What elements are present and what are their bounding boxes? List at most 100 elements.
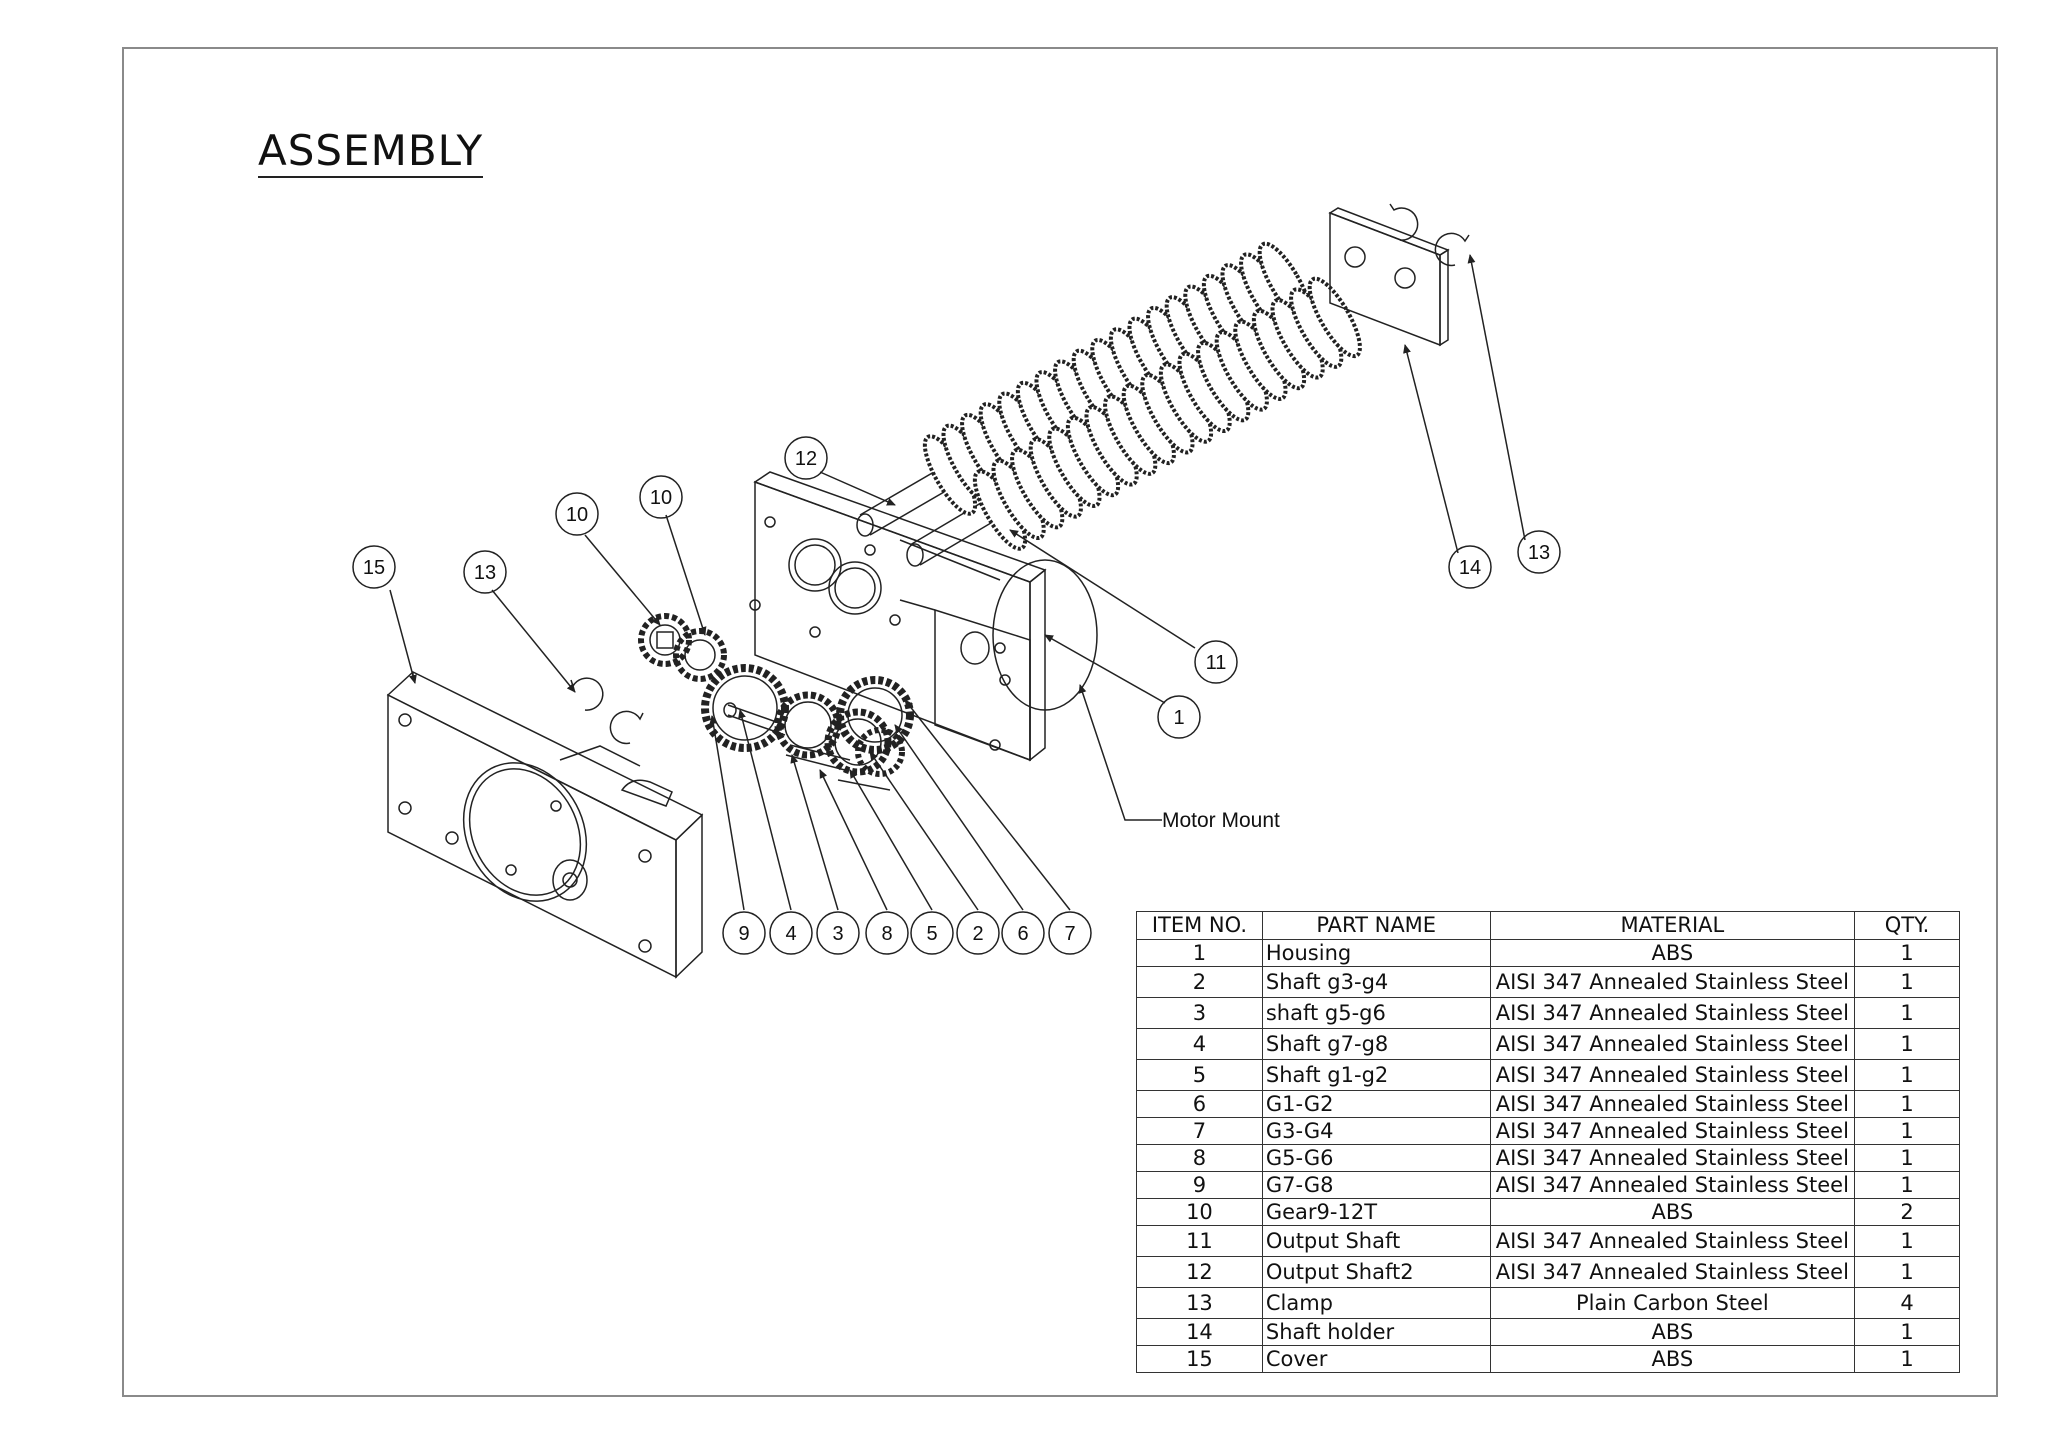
balloon-11: 11 [1194,640,1238,684]
motor-mount-label: Motor Mount [1162,809,1280,832]
bom-cell-part: Shaft g1-g2 [1261,1059,1491,1091]
balloon-2-label: 2 [972,923,983,945]
bom-cell-item: 13 [1136,1287,1263,1319]
balloon-11-label: 11 [1206,652,1227,674]
bom-cell-material: AISI 347 Annealed Stainless Steel [1489,1028,1856,1060]
balloon-6-label: 6 [1017,923,1028,945]
housing-part [749,471,1098,762]
balloon-9-label: 9 [738,923,749,945]
bom-header-row: ITEM NO. PART NAME MATERIAL QTY. [1136,911,1960,940]
bom-cell-part: Clamp [1261,1287,1491,1319]
balloon-10-right: 10 [639,475,683,519]
bom-cell-item: 4 [1136,1028,1263,1060]
bom-header-qty: QTY. [1854,911,1960,940]
balloon-13-right: 13 [1517,530,1561,574]
balloon-15: 15 [352,545,396,589]
balloon-8-label: 8 [881,923,892,945]
balloon-4: 4 [769,911,813,955]
balloon-10-left-label: 10 [566,504,588,526]
bom-cell-material: AISI 347 Annealed Stainless Steel [1489,1256,1856,1288]
balloon-14: 14 [1448,545,1492,589]
bom-cell-qty: 4 [1854,1287,1960,1319]
bom-cell-part: Shaft g3-g4 [1261,966,1491,998]
bom-cell-part: G7-G8 [1261,1171,1491,1199]
bom-cell-material: ABS [1489,1318,1856,1346]
clamp-right-pair [1389,203,1470,267]
bom-header-part: PART NAME [1261,911,1491,940]
item-balloons: 15 13 10 10 12 11 1 14 13 9 4 3 8 5 2 6 … [352,436,1561,955]
bom-cell-item: 2 [1136,966,1263,998]
bom-cell-material: AISI 347 Annealed Stainless Steel [1489,997,1856,1029]
bom-cell-part: G5-G6 [1261,1144,1491,1172]
balloon-1-label: 1 [1173,707,1184,729]
bom-cell-item: 5 [1136,1059,1263,1091]
balloon-14-label: 14 [1459,557,1481,579]
balloon-5-label: 5 [926,923,937,945]
bom-cell-material: AISI 347 Annealed Stainless Steel [1489,1225,1856,1257]
bom-cell-item: 11 [1136,1225,1263,1257]
balloon-9: 9 [722,911,766,955]
balloon-7: 7 [1048,911,1092,955]
bom-cell-item: 6 [1136,1090,1263,1118]
bom-cell-material: AISI 347 Annealed Stainless Steel [1489,1059,1856,1091]
bom-cell-part: shaft g5-g6 [1261,997,1491,1029]
cutter-disc [1307,276,1362,359]
balloon-10-left: 10 [555,492,599,536]
bom-cell-qty: 1 [1854,939,1960,967]
balloon-2: 2 [956,911,1000,955]
bom-cell-qty: 1 [1854,1059,1960,1091]
bom-cell-qty: 2 [1854,1198,1960,1226]
bom-cell-part: G3-G4 [1261,1117,1491,1145]
bom-cell-material: AISI 347 Annealed Stainless Steel [1489,1090,1856,1118]
clamp-left-pair [570,677,644,745]
shaft-holder-part [1328,207,1450,347]
bom-cell-part: Shaft holder [1261,1318,1491,1346]
bom-cell-qty: 1 [1854,1318,1960,1346]
bom-cell-material: AISI 347 Annealed Stainless Steel [1489,966,1856,998]
balloon-8: 8 [865,911,909,955]
bom-cell-qty: 1 [1854,1345,1960,1373]
balloon-15-label: 15 [363,557,385,579]
bom-cell-item: 15 [1136,1345,1263,1373]
cutter-roller-stack [922,241,1362,551]
bom-cell-material: ABS [1489,1345,1856,1373]
cover-part [386,671,704,979]
bom-cell-item: 1 [1136,939,1263,967]
bom-cell-material: ABS [1489,939,1856,967]
bom-cell-qty: 1 [1854,1171,1960,1199]
balloon-13-left-label: 13 [474,562,496,584]
bom-cell-item: 12 [1136,1256,1263,1288]
bom-header-material: MATERIAL [1489,911,1856,940]
balloon-1: 1 [1157,695,1201,739]
bom-cell-item: 3 [1136,997,1263,1029]
cutter-disc [1028,437,1083,519]
balloon-4-label: 4 [785,923,796,945]
bom-cell-item: 14 [1136,1318,1263,1346]
bom-cell-material: ABS [1489,1198,1856,1226]
balloon-10-right-label: 10 [650,487,672,509]
bom-cell-part: Output Shaft2 [1261,1256,1491,1288]
balloon-13-left: 13 [463,550,507,594]
bom-cell-item: 7 [1136,1117,1263,1145]
gear10-pair [638,613,727,682]
leader-lines [389,254,1526,911]
bom-cell-part: Housing [1261,939,1491,967]
bom-cell-qty: 1 [1854,997,1960,1029]
drawing-sheet-border [122,47,1998,1397]
balloon-3-label: 3 [832,923,843,945]
